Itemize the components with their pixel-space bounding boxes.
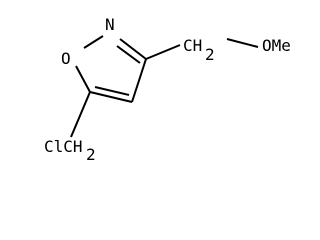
bond-c3-c4 bbox=[131, 58, 147, 103]
bond-o1-n2 bbox=[83, 35, 104, 49]
methoxy-label: OMe bbox=[262, 36, 291, 55]
chloromethyl-subscript: 2 bbox=[86, 145, 96, 164]
methoxymethyl-ch2-subscript: 2 bbox=[205, 45, 215, 64]
bond-ch2-ome bbox=[226, 38, 259, 48]
bond-n2-c3-inner bbox=[116, 45, 141, 64]
bond-c5-o1 bbox=[75, 65, 91, 93]
ring-nitrogen-label: N bbox=[105, 15, 115, 34]
bond-c5-ch2cl bbox=[70, 91, 91, 138]
chloromethyl-label: ClCH bbox=[44, 137, 83, 156]
bond-c3-ch2 bbox=[145, 44, 181, 60]
methoxymethyl-ch2-label: CH bbox=[183, 36, 202, 55]
ring-oxygen-label: O bbox=[61, 49, 71, 68]
bond-c4-c5 bbox=[89, 91, 133, 103]
bond-c4-c5-inner bbox=[94, 86, 130, 96]
bond-n2-c3 bbox=[119, 38, 147, 60]
chemical-structure-diagram: O N CH 2 OMe ClCH 2 bbox=[44, 15, 291, 164]
